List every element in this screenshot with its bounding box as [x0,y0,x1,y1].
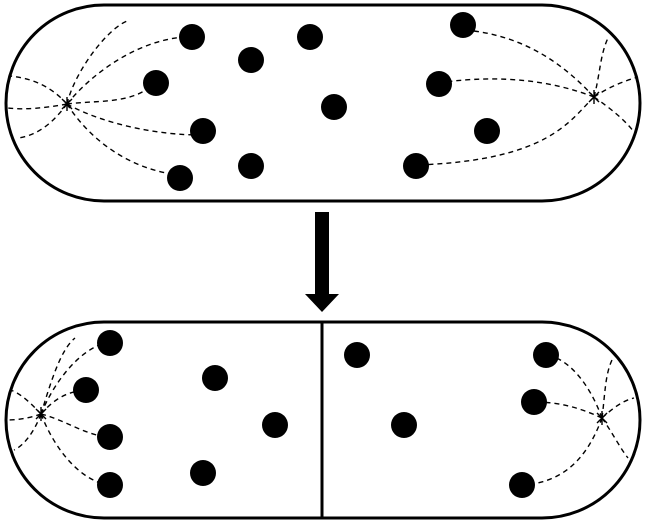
chromosome [521,389,547,415]
chromosome [97,424,123,450]
bottom-right-spindle-fibers [522,354,635,486]
chromosome [426,71,452,97]
bottom-right-spindle-pole [596,411,608,425]
chromosome [97,330,123,356]
down-arrow [305,212,339,312]
chromosome [179,24,205,50]
chromosome [190,118,216,144]
chromosome [238,153,264,179]
chromosome [391,412,417,438]
bottom-cell [4,320,642,520]
top-right-spindle-pole [588,90,600,104]
top-cell [4,3,642,203]
chromosome [97,472,123,498]
top-right-spindle-fibers [417,29,639,166]
chromosome [238,47,264,73]
chromosome [509,472,535,498]
chromosome [262,412,288,438]
chromosome [143,70,169,96]
chromosome [321,94,347,120]
chromosome [403,153,429,179]
top-left-spindle-fibers [7,19,201,176]
bottom-left-spindle-fibers [7,337,109,486]
chromosome [474,118,500,144]
chromosome [167,165,193,191]
chromosome [297,24,323,50]
top-chromosomes [143,12,500,191]
bottom-left-spindle-pole [35,407,47,421]
bottom-right-chromosomes [344,342,559,498]
chromosome [533,342,559,368]
chromosome [73,377,99,403]
top-left-spindle-pole [61,97,73,111]
chromosome [202,365,228,391]
chromosome [344,342,370,368]
chromosome [450,12,476,38]
top-cell-membrane [4,3,642,203]
bottom-left-chromosomes [73,330,288,498]
chromosome [190,460,216,486]
